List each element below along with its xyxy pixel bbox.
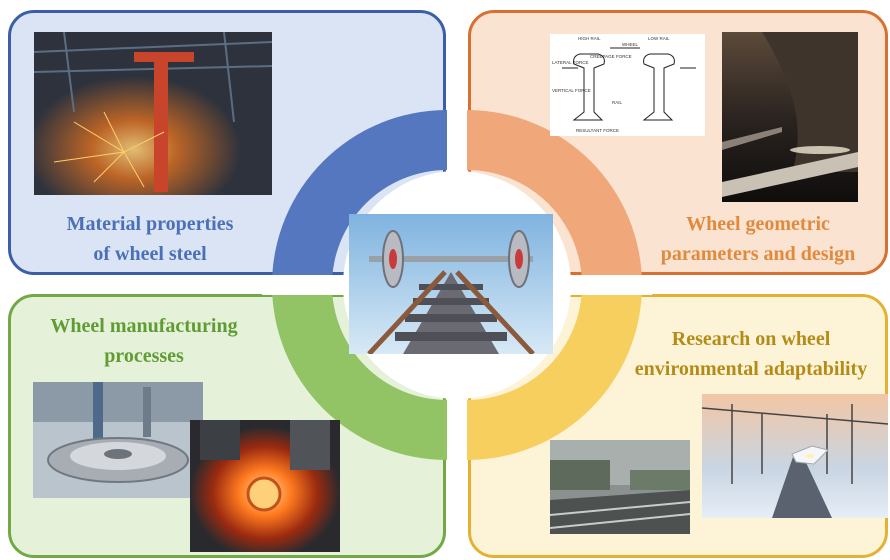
ring-segment-orange bbox=[467, 110, 642, 285]
title-line-1: Research on wheel bbox=[671, 328, 831, 350]
wheel-rail-force-diagram: HIGH RAIL LOW RAIL WHEEL LATERAL FORCE V… bbox=[550, 34, 705, 136]
label-creepage-force: CREEPAGE FORCE bbox=[590, 54, 632, 59]
label-wheel: WHEEL bbox=[622, 42, 639, 47]
title-line-1: Wheel manufacturing bbox=[50, 315, 238, 337]
title-manufacturing: Wheel manufacturing processes bbox=[24, 311, 264, 371]
label-lateral-force: LATERAL FORCE bbox=[552, 60, 589, 65]
label-low-rail: LOW RAIL bbox=[648, 36, 670, 41]
title-line-1: Wheel geometric bbox=[686, 213, 830, 235]
title-material-properties: Material properties of wheel steel bbox=[30, 209, 270, 269]
wheel-machining-image bbox=[33, 382, 203, 498]
label-vertical-force: VERTICAL FORCE bbox=[552, 88, 591, 93]
ring-segment-green bbox=[272, 285, 447, 460]
steel-factory-image bbox=[34, 32, 272, 195]
title-line-1: Material properties bbox=[66, 213, 234, 235]
wheel-rail-contact-photo bbox=[722, 32, 858, 202]
title-line-2: processes bbox=[104, 345, 184, 367]
hot-forging-image bbox=[190, 420, 340, 552]
ring-segment-blue bbox=[272, 110, 447, 285]
label-high-rail: HIGH RAIL bbox=[578, 36, 601, 41]
label-rail: RAIL bbox=[612, 100, 623, 105]
high-speed-train-snow-image bbox=[702, 394, 888, 518]
title-line-2: parameters and design bbox=[660, 243, 856, 265]
ring-segment-gold bbox=[467, 285, 642, 460]
title-geometric-parameters: Wheel geometric parameters and design bbox=[638, 209, 878, 269]
label-resultant-force: RESULTANT FORCE bbox=[576, 128, 619, 133]
title-line-2: environmental adaptability bbox=[634, 358, 868, 380]
title-environmental-adaptability: Research on wheel environmental adaptabi… bbox=[622, 324, 880, 384]
title-line-2: of wheel steel bbox=[93, 243, 207, 265]
rainy-station-image bbox=[550, 440, 690, 534]
center-wheelset-image bbox=[349, 214, 553, 354]
